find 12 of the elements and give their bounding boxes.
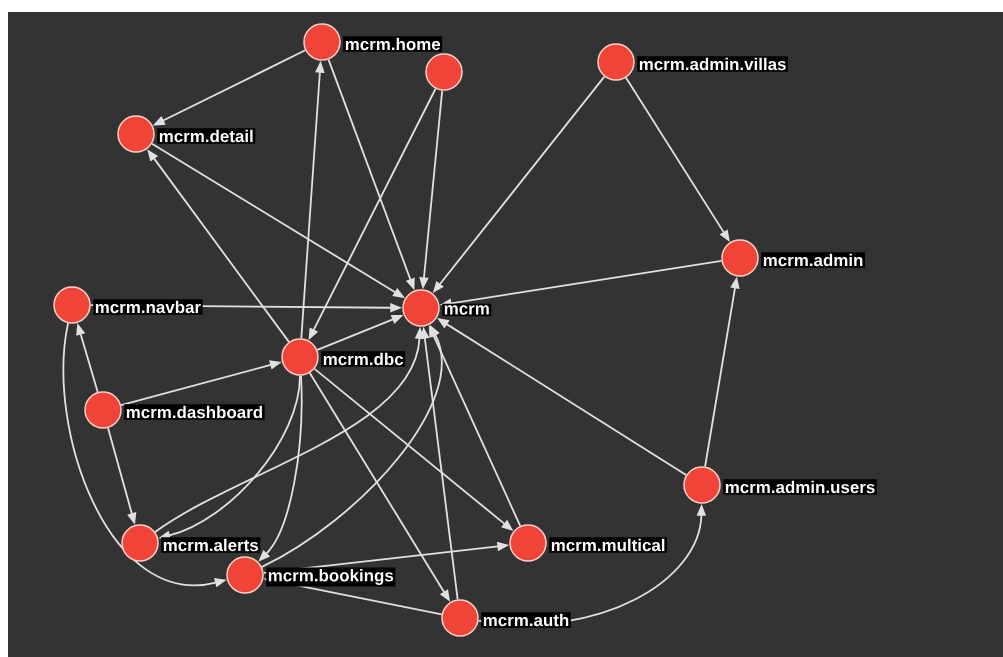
node-label: mcrm.alerts — [161, 537, 261, 553]
node-circle — [425, 53, 463, 91]
node-label: mcrm.dashboard — [124, 404, 265, 420]
node-label: mcrm.auth — [481, 612, 571, 628]
node-label: mcrm.home — [343, 36, 443, 52]
node-label: mcrm.navbar — [93, 299, 203, 315]
node-label: mcrm.dbc — [321, 351, 406, 367]
node-label: mcrm.admin.villas — [637, 56, 788, 72]
node-label: mcrm.admin — [761, 252, 865, 268]
node-label: mcrm.multical — [549, 537, 668, 553]
node-label: mcrm.detail — [157, 128, 256, 144]
node-label: mcrm.admin.users — [723, 479, 877, 495]
